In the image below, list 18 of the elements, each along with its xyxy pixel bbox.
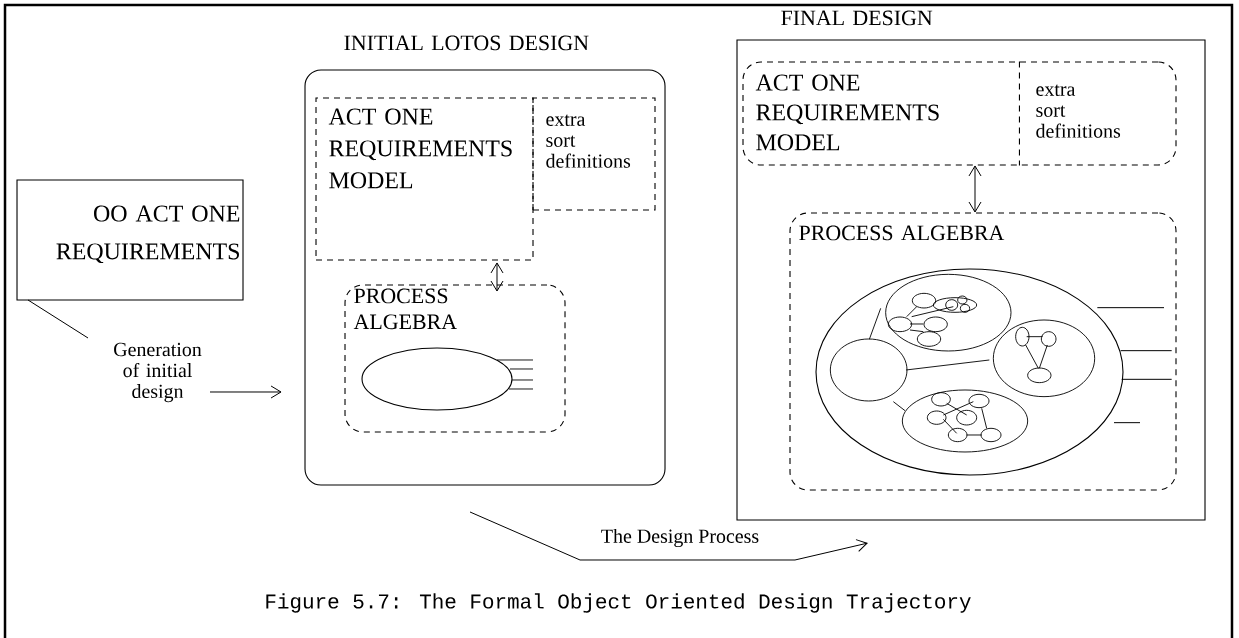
process-box: PROCESS ALGEBRA bbox=[344, 284, 566, 433]
dashed-box: ACT ONE REQUIREMENTS MODEL bbox=[315, 97, 534, 261]
double-arrow bbox=[490, 262, 504, 292]
arrow bbox=[469, 511, 868, 561]
ellipse bbox=[815, 268, 1124, 476]
box-heading: INITIAL LOTOS DESIGN bbox=[344, 35, 589, 51]
edge-label: The Design Process bbox=[599, 527, 761, 549]
leader-line bbox=[27, 299, 89, 339]
dashed-section: extra sort definitions bbox=[1018, 60, 1121, 167]
step-label: Generation of initial design bbox=[114, 342, 202, 403]
double-arrow bbox=[968, 165, 982, 213]
arrow bbox=[209, 385, 282, 399]
box-heading: FINAL DESIGN bbox=[781, 10, 933, 26]
figure-caption: Figure 5.7: The Formal Object Oriented Design Trajectory bbox=[266, 593, 971, 613]
ellipse bbox=[361, 347, 513, 411]
process-box: PROCESS ALGEBRA bbox=[789, 212, 1177, 491]
dashed-box: extra sort definitions bbox=[532, 97, 656, 211]
requirements-box: OO ACT ONE REQUIREMENTS bbox=[16, 179, 244, 301]
